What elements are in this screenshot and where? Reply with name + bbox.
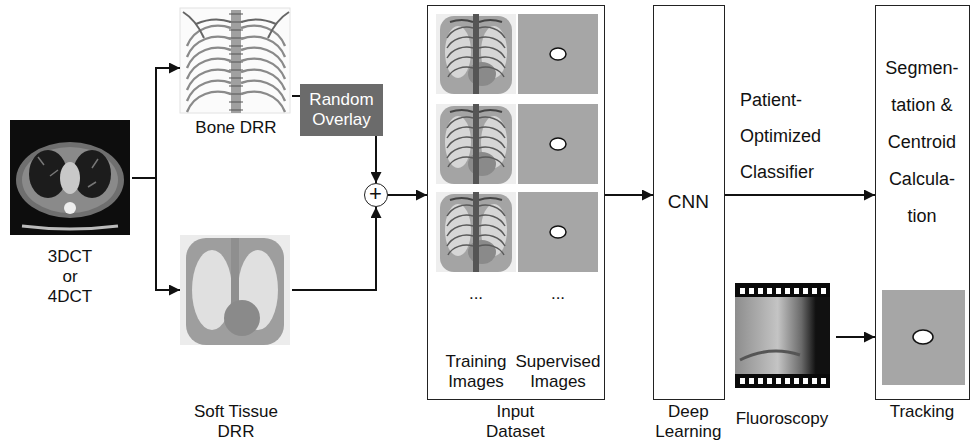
edge-label-slot: Patient- Optimized Classifier — [740, 82, 852, 190]
tumor-mask — [550, 48, 566, 60]
rib — [241, 26, 285, 46]
node-label: Bone DRR — [180, 118, 292, 138]
node-label: + — [365, 183, 386, 205]
ct-vessels — [38, 157, 98, 187]
text-slot: Input Dataset — [465, 402, 565, 442]
process-box: Random Overlay — [300, 84, 383, 136]
text-slot: Random Overlay — [302, 90, 381, 130]
node-label: Soft Tissue DRR — [186, 402, 286, 442]
drr-clavicle — [183, 12, 289, 38]
connector-arrow — [605, 194, 653, 196]
ct-spine — [64, 202, 76, 214]
panel-label: Supervised Images — [512, 352, 604, 392]
rib — [187, 37, 231, 57]
stage-box: Segmen- tation & Centroid Calcula- tionT… — [875, 5, 970, 400]
supervised-image — [518, 192, 598, 272]
tumor-mask — [550, 226, 566, 238]
text-slot: Soft Tissue DRR — [186, 402, 286, 442]
image-panel: Soft Tissue DRR — [180, 234, 292, 444]
connector-arrow — [375, 136, 377, 183]
rib — [187, 92, 231, 112]
soft-heart — [224, 300, 260, 336]
node-caption: Deep Learning — [640, 402, 736, 442]
node-label: CNN — [654, 190, 722, 213]
stage-box: CNNDeep Learning — [653, 5, 725, 400]
supervised-image — [518, 14, 598, 94]
connector-arrow — [292, 207, 376, 290]
node-label: Input Dataset — [465, 402, 565, 442]
image-panel: Bone DRR — [180, 6, 292, 144]
rib — [241, 37, 285, 57]
film-holes — [737, 288, 828, 294]
ct-image — [10, 120, 130, 235]
edge-label: Patient- Optimized Classifier — [740, 82, 852, 190]
ct-body — [22, 147, 118, 213]
training-image — [436, 14, 516, 94]
text-slot: 3DCT or 4DCT — [43, 247, 97, 307]
rib — [187, 26, 231, 46]
text-slot: Segmen- tation & Centroid Calcula- tion — [881, 50, 963, 235]
label-slot: ... — [538, 284, 578, 304]
rib — [187, 70, 231, 90]
film-holes — [737, 378, 828, 384]
tracking-image — [882, 290, 965, 385]
fluoro-frame — [735, 297, 830, 374]
node-label: Segmen- tation & Centroid Calcula- tion — [881, 50, 963, 235]
ct-body — [16, 142, 124, 218]
text-slot: CNN — [654, 190, 722, 213]
text-slot: Deep Learning — [640, 402, 736, 442]
connector-arrow — [292, 95, 300, 97]
rib — [187, 81, 231, 101]
panel-label: ... — [456, 284, 496, 304]
node-label: Random Overlay — [302, 90, 381, 130]
soft-body — [186, 238, 284, 345]
soft-mediastinum — [231, 238, 239, 308]
rib — [241, 81, 285, 101]
supervised-image — [518, 104, 598, 184]
image-panel: 3DCT or 4DCT — [8, 118, 132, 310]
connector-arrow — [132, 178, 180, 290]
connector-arrow — [132, 68, 180, 178]
bone-drr-image — [180, 8, 290, 113]
film-strip — [735, 283, 830, 388]
rib — [241, 70, 285, 90]
sum-junction: + — [364, 183, 388, 207]
fluoro-diaphragm — [740, 351, 800, 360]
text-slot: Bone DRR — [180, 118, 292, 138]
text-slot: Fluoroscopy — [728, 409, 836, 429]
stage-box: Input Dataset — [427, 5, 605, 400]
text-slot: + — [365, 183, 386, 205]
label-slot: Training Images — [432, 352, 520, 392]
tumor-mask — [913, 330, 933, 344]
drr-vertebrae — [229, 14, 243, 110]
panel-label: Training Images — [432, 352, 520, 392]
connector-arrow — [836, 336, 875, 338]
label-slot: ... — [456, 284, 496, 304]
label-slot: Supervised Images — [512, 352, 604, 392]
rib — [241, 59, 285, 79]
soft-drr-image — [180, 235, 290, 345]
panel-label: ... — [538, 284, 578, 304]
ct-heart — [60, 162, 80, 194]
rib — [187, 59, 231, 79]
text-slot: Tracking — [874, 402, 969, 422]
rib — [241, 92, 285, 112]
training-image — [436, 192, 516, 272]
image-panel: Fluoroscopy — [728, 281, 836, 443]
tumor-mask — [550, 138, 566, 150]
rib — [187, 48, 231, 68]
connector-arrow — [388, 194, 427, 196]
connector-arrow — [725, 194, 875, 196]
node-label: 3DCT or 4DCT — [43, 247, 97, 307]
node-caption: Tracking — [874, 402, 969, 422]
training-image — [436, 104, 516, 184]
ct-table — [22, 226, 118, 229]
node-label: Fluoroscopy — [728, 409, 836, 429]
rib — [241, 48, 285, 68]
